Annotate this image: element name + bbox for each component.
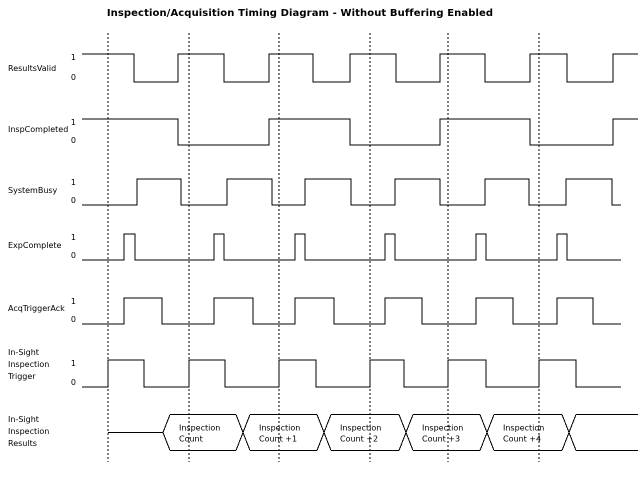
signal-wave-resultsvalid <box>82 53 638 83</box>
level-zero-label-acqtriggerack: 0 <box>70 315 76 324</box>
level-zero-label-systembusy: 0 <box>70 196 76 205</box>
signal-label-line: Inspection <box>8 427 50 436</box>
bus-value-label: Count +2 <box>340 435 378 444</box>
signal-wave-in-sight-inspection-trigger <box>82 359 621 388</box>
level-zero-label-resultsvalid: 0 <box>70 73 76 82</box>
signal-label-systembusy: SystemBusy <box>8 185 88 197</box>
signal-label-line: AcqTriggerAck <box>8 304 65 313</box>
bus-value-label: Inspection <box>179 424 220 433</box>
chart-title: Inspection/Acquisition Timing Diagram - … <box>106 8 494 19</box>
bus-value-label: Inspection <box>340 424 381 433</box>
bus-value-label: Count +3 <box>422 435 460 444</box>
bus-value-label: Inspection <box>422 424 463 433</box>
signal-label-line: ResultsValid <box>8 64 57 73</box>
signal-wave-systembusy <box>82 178 621 206</box>
signal-label-line: Trigger <box>8 372 36 381</box>
level-zero-label-in-sight-inspection-trigger: 0 <box>70 378 76 387</box>
signal-label-acqtriggerack: AcqTriggerAck <box>8 303 88 315</box>
signal-wave-expcomplete <box>82 233 621 261</box>
signal-label-line: Results <box>8 439 37 448</box>
level-one-label-resultsvalid: 1 <box>70 53 76 62</box>
level-one-label-systembusy: 1 <box>70 178 76 187</box>
bus-value-label: Inspection <box>259 424 300 433</box>
signal-label-inspcompleted: InspCompleted <box>8 124 88 136</box>
level-one-label-inspcompleted: 1 <box>70 118 76 127</box>
signal-label-line: Inspection <box>8 360 50 369</box>
level-zero-label-inspcompleted: 0 <box>70 136 76 145</box>
level-zero-label-expcomplete: 0 <box>70 251 76 260</box>
signal-wave-inspcompleted <box>82 118 638 146</box>
level-one-label-expcomplete: 1 <box>70 233 76 242</box>
bus-wave-in-sight-inspection-results <box>108 414 638 451</box>
signal-label-line: SystemBusy <box>8 186 58 195</box>
bus-value-label: Count <box>179 435 203 444</box>
bus-value-label: Inspection <box>503 424 544 433</box>
signal-label-resultsvalid: ResultsValid <box>8 63 88 75</box>
bus-value-label: Count +1 <box>259 435 297 444</box>
signal-label-line: In-Sight <box>8 348 39 357</box>
level-one-label-acqtriggerack: 1 <box>70 297 76 306</box>
level-one-label-in-sight-inspection-trigger: 1 <box>70 359 76 368</box>
trigger-event-dashed-line <box>107 33 540 462</box>
signal-label-line: InspCompleted <box>8 125 69 134</box>
signal-label-line: In-Sight <box>8 415 39 424</box>
bus-value-label: Count +4 <box>503 435 541 444</box>
signal-label-line: ExpComplete <box>8 241 62 250</box>
signal-wave-acqtriggerack <box>82 297 621 325</box>
signal-label-expcomplete: ExpComplete <box>8 240 88 252</box>
